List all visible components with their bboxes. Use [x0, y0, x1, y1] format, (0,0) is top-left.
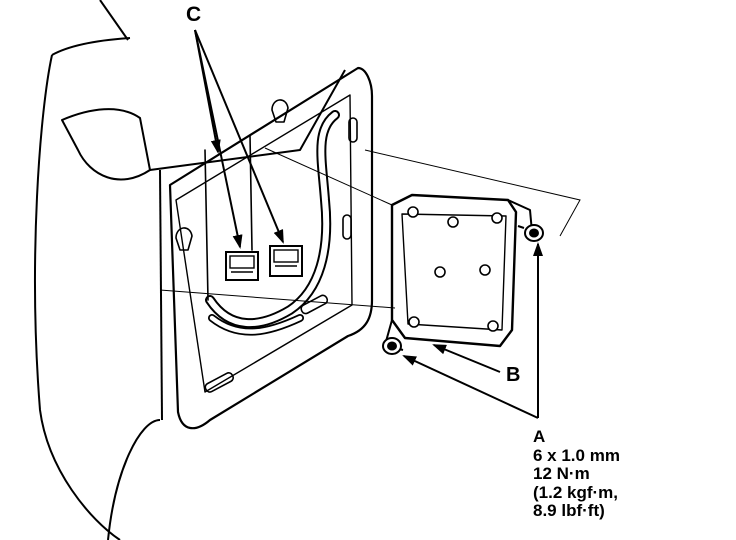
alignment-lines	[159, 147, 581, 309]
control-module	[384, 193, 533, 351]
wire-harness	[204, 110, 340, 336]
vehicle-panel	[34, 0, 346, 540]
callout-a-label: A	[533, 427, 546, 446]
spec-line-torque-lbfft: 8.9 lbf·ft)	[533, 501, 605, 520]
bolt-upper	[517, 224, 544, 242]
harness-connector-right	[269, 245, 303, 277]
spec-line-size: 6 x 1.0 mm	[533, 445, 620, 465]
callout-c-label: C	[186, 3, 202, 26]
bolt-lower	[382, 337, 402, 355]
harness-connector-left	[225, 251, 259, 281]
bolt-spec: A 6 x 1.0 mm 12 N·m (1.2 kgf·m, 8.9 lbf·…	[533, 427, 620, 521]
callout-b-label: B	[506, 364, 521, 386]
spec-line-torque-kgfm: (1.2 kgf·m,	[533, 482, 619, 502]
callout-leaders	[194, 29, 543, 419]
spec-line-torque-nm: 12 N·m	[533, 464, 590, 483]
